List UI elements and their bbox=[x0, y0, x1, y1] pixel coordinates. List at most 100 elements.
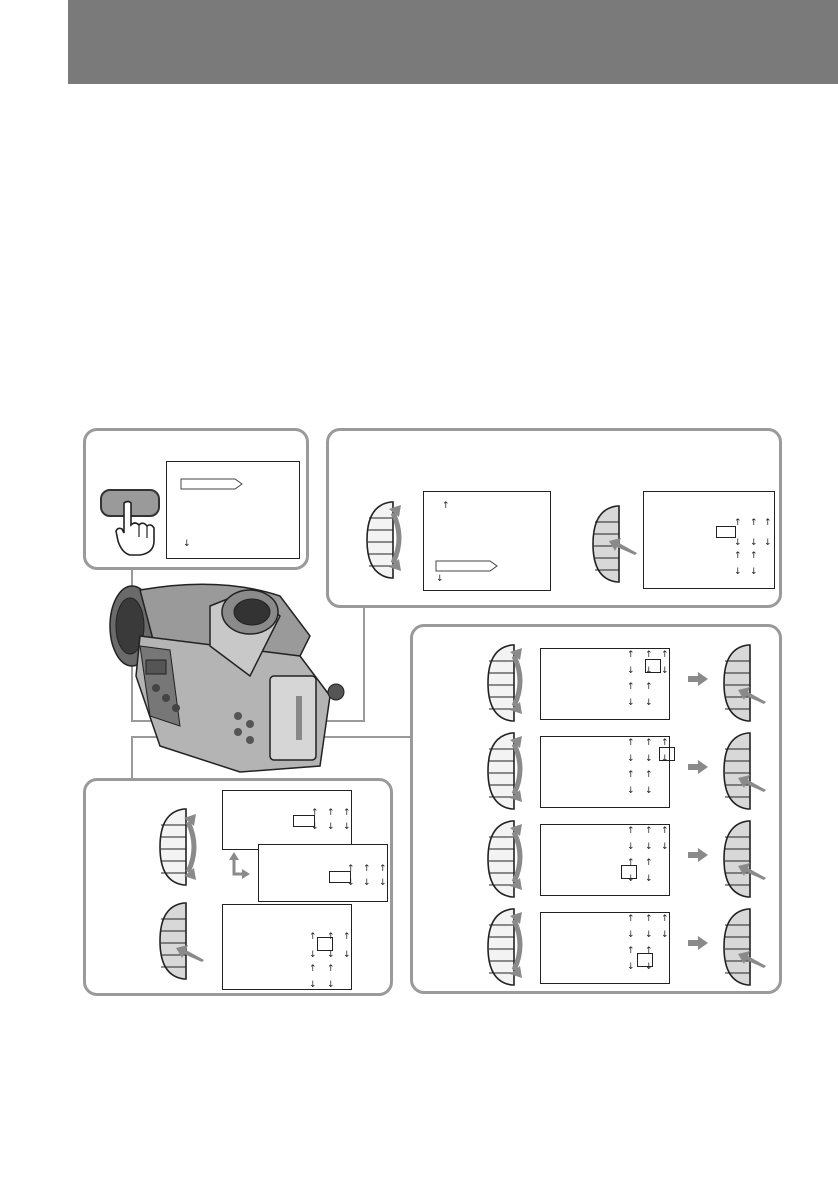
right-arrow-icon bbox=[688, 936, 708, 950]
pointing-hand-icon bbox=[115, 500, 155, 556]
control-dial-icon bbox=[487, 908, 515, 986]
menu-cursor-icon bbox=[435, 560, 498, 572]
up-arrow-icon: ↑ bbox=[343, 808, 351, 818]
up-arrow-icon: ↑ bbox=[645, 738, 653, 748]
right-arrow-icon bbox=[688, 760, 708, 774]
up-arrow-icon: ↑ bbox=[363, 864, 371, 874]
down-arrow-icon: ↓ bbox=[627, 874, 635, 884]
press-arrow-icon bbox=[176, 945, 204, 962]
date-screen: ↑↓↑↓↑↓↑↓↑↓ bbox=[540, 736, 675, 808]
down-arrow-icon: ↓ bbox=[627, 754, 635, 764]
down-arrow-icon: ↓ bbox=[343, 822, 351, 832]
up-arrow-icon: ↑ bbox=[645, 826, 653, 836]
control-dial-icon bbox=[592, 505, 620, 583]
menu-cursor-icon bbox=[180, 478, 243, 490]
up-arrow-icon: ↑ bbox=[627, 946, 635, 956]
down-arrow-icon: ↓ bbox=[645, 962, 653, 972]
up-arrow-icon: ↑ bbox=[627, 738, 635, 748]
selection-box-icon bbox=[637, 953, 653, 967]
control-dial-icon bbox=[487, 732, 515, 810]
up-arrow-icon: ↑ bbox=[347, 864, 355, 874]
date-screen: ↑ ↑ ↑ ↓ ↓ ↓ bbox=[222, 790, 352, 850]
rotate-arrow-icon bbox=[184, 814, 197, 880]
up-arrow-icon: ↑ bbox=[327, 964, 335, 974]
menu-screen: ↑ ↓ bbox=[423, 491, 551, 591]
up-arrow-icon: ↑ bbox=[327, 808, 335, 818]
down-arrow-icon: ↓ bbox=[311, 822, 319, 832]
down-arrow-icon: ↓ bbox=[363, 878, 371, 888]
control-dial-icon bbox=[487, 644, 515, 722]
up-arrow-icon: ↑ bbox=[661, 914, 669, 924]
down-arrow-icon: ↓ bbox=[627, 962, 635, 972]
up-arrow-icon: ↑ bbox=[734, 518, 742, 528]
down-arrow-icon: ↓ bbox=[309, 980, 317, 990]
press-arrow-icon bbox=[738, 863, 766, 880]
up-arrow-icon: ↑ bbox=[645, 914, 653, 924]
date-screen: ↑↑↑↓↓↓↑↑↓↓ bbox=[222, 904, 352, 990]
up-arrow-icon: ↑ bbox=[627, 858, 635, 868]
down-arrow-icon: ↓ bbox=[309, 950, 317, 960]
down-arrow-icon: ↓ bbox=[183, 539, 191, 549]
menu-screen: ↓ bbox=[166, 461, 300, 559]
up-arrow-icon: ↑ bbox=[627, 650, 635, 660]
up-arrow-icon: ↑ bbox=[661, 738, 669, 748]
up-arrow-icon: ↑ bbox=[764, 518, 772, 528]
down-arrow-icon: ↓ bbox=[645, 842, 653, 852]
down-arrow-icon: ↓ bbox=[327, 980, 335, 990]
rotate-arrow-icon bbox=[510, 824, 523, 890]
press-arrow-icon bbox=[609, 538, 637, 555]
selection-box-icon bbox=[329, 871, 351, 883]
selection-box-icon bbox=[317, 937, 333, 951]
up-arrow-icon: ↑ bbox=[645, 682, 653, 692]
control-dial-icon bbox=[487, 820, 515, 898]
control-dial-icon bbox=[159, 808, 187, 886]
up-arrow-icon: ↑ bbox=[645, 770, 653, 780]
date-screen: ↑↓↑↓↑↓↑↓↑↓ bbox=[540, 648, 670, 720]
up-arrow-icon: ↑ bbox=[627, 826, 635, 836]
down-arrow-icon: ↓ bbox=[627, 666, 635, 676]
control-dial-icon bbox=[159, 902, 187, 980]
down-arrow-icon: ↓ bbox=[661, 842, 669, 852]
date-screen: ↑↓↑↓↑↓↑↓↑↓ bbox=[540, 824, 670, 896]
up-arrow-icon: ↑ bbox=[645, 858, 653, 868]
control-dial-icon bbox=[723, 820, 751, 898]
selection-box-icon bbox=[293, 815, 315, 827]
control-dial-icon bbox=[366, 501, 394, 579]
down-arrow-icon: ↓ bbox=[661, 666, 669, 676]
down-arrow-icon: ↓ bbox=[645, 666, 653, 676]
return-arrow-icon bbox=[229, 852, 250, 879]
press-arrow-icon bbox=[738, 775, 766, 792]
down-arrow-icon: ↓ bbox=[343, 950, 351, 960]
down-arrow-icon: ↓ bbox=[734, 567, 742, 577]
down-arrow-icon: ↓ bbox=[627, 930, 635, 940]
up-arrow-icon: ↑ bbox=[627, 682, 635, 692]
date-screen: ↑↓↑↓↑↓↑↓↑↓ bbox=[540, 912, 670, 984]
up-arrow-icon: ↑ bbox=[750, 518, 758, 528]
camcorder-illustration bbox=[109, 583, 345, 773]
control-dial-icon bbox=[723, 732, 751, 810]
down-arrow-icon: ↓ bbox=[750, 538, 758, 548]
down-arrow-icon: ↓ bbox=[327, 822, 335, 832]
up-arrow-icon: ↑ bbox=[309, 932, 317, 942]
down-arrow-icon: ↓ bbox=[347, 878, 355, 888]
down-arrow-icon: ↓ bbox=[627, 698, 635, 708]
up-arrow-icon: ↑ bbox=[645, 946, 653, 956]
up-arrow-icon: ↑ bbox=[750, 551, 758, 561]
down-arrow-icon: ↓ bbox=[645, 754, 653, 764]
control-dial-icon bbox=[723, 644, 751, 722]
down-arrow-icon: ↓ bbox=[661, 930, 669, 940]
header-band bbox=[68, 0, 838, 84]
up-arrow-icon: ↑ bbox=[311, 808, 319, 818]
up-arrow-icon: ↑ bbox=[309, 964, 317, 974]
control-dial-icon bbox=[723, 908, 751, 986]
up-arrow-icon: ↑ bbox=[327, 932, 335, 942]
up-arrow-icon: ↑ bbox=[442, 501, 450, 511]
down-arrow-icon: ↓ bbox=[627, 842, 635, 852]
down-arrow-icon: ↓ bbox=[645, 786, 653, 796]
rotate-arrow-icon bbox=[510, 648, 523, 714]
up-arrow-icon: ↑ bbox=[379, 864, 387, 874]
date-screen: ↑ ↑ ↑ ↓ ↓ ↓ bbox=[258, 844, 388, 902]
down-arrow-icon: ↓ bbox=[379, 878, 387, 888]
date-screen: ↑ ↑ ↑ ↓ ↓ ↓ ↑ ↑ ↓ ↓ bbox=[643, 491, 775, 589]
up-arrow-icon: ↑ bbox=[645, 650, 653, 660]
